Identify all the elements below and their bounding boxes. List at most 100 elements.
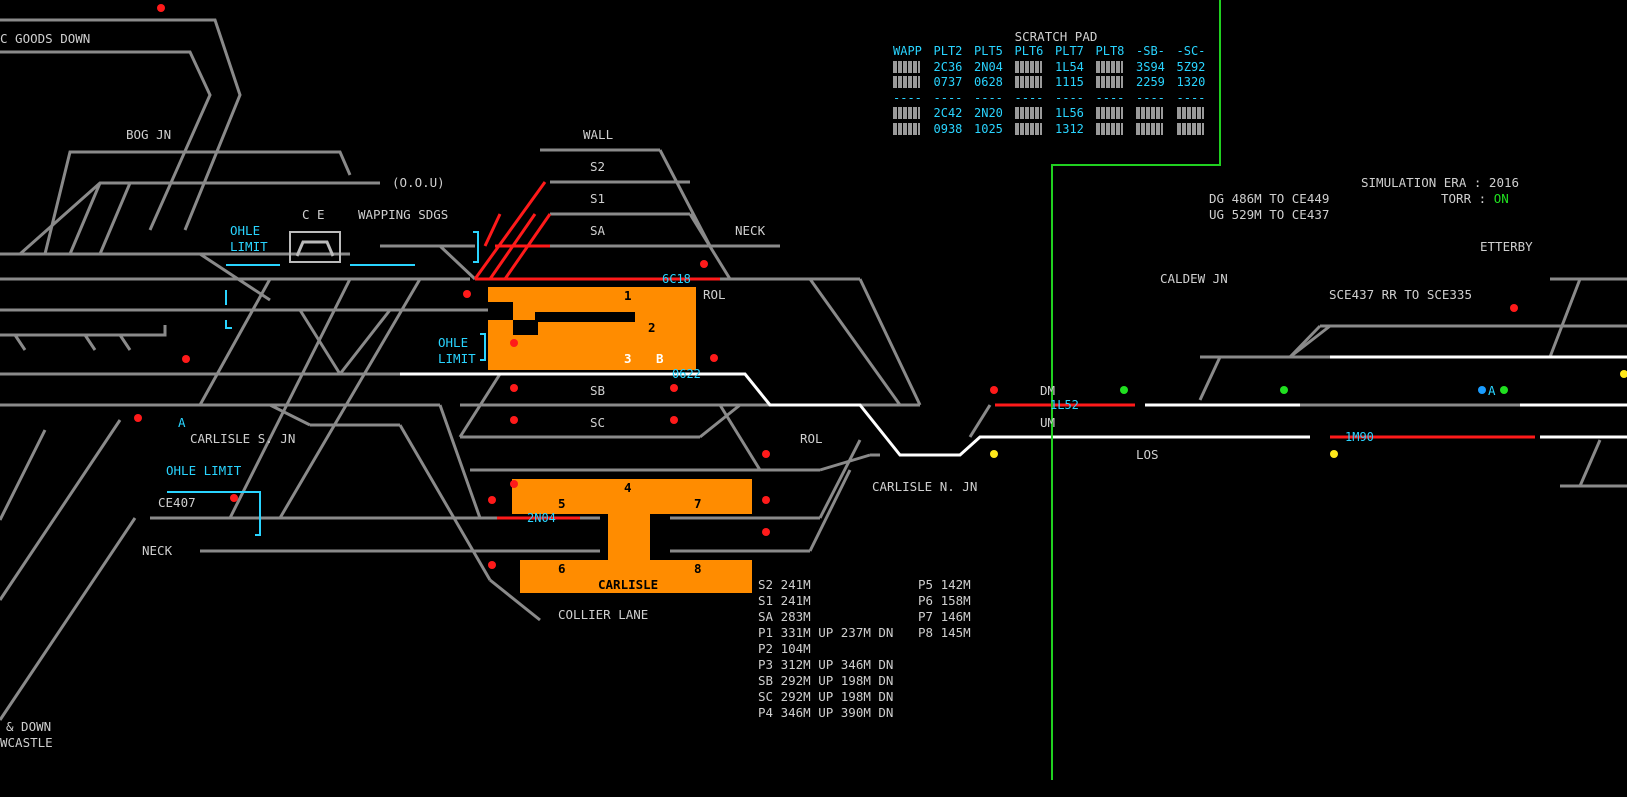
signal-yellow[interactable]	[1330, 450, 1338, 458]
scratch-entry[interactable]: 2N20	[974, 106, 1003, 120]
scratch-entry[interactable]: 1115	[1055, 75, 1084, 89]
signal-green[interactable]	[1280, 386, 1288, 394]
platform-number-4: 4	[624, 480, 632, 495]
scratch-entry[interactable]: ----	[1136, 90, 1165, 105]
scratch-empty-slot[interactable]	[1095, 107, 1123, 119]
signal-red[interactable]	[230, 494, 238, 502]
train-berth-2n04[interactable]: 2N04	[527, 511, 556, 525]
signal-red[interactable]	[1510, 304, 1518, 312]
scratch-pad-header: WAPP PLT2 PLT5 PLT6 PLT7 PLT8 -SB- -SC-	[893, 44, 1219, 60]
label-a-marker-right: A	[1488, 383, 1496, 398]
signal-red[interactable]	[762, 528, 770, 536]
platform-number-6: 6	[558, 561, 566, 576]
scratch-entry[interactable]: 0737	[933, 75, 963, 89]
scratch-header: PLT5	[974, 44, 1003, 58]
scratch-entry[interactable]: 2C42	[933, 106, 963, 120]
scratch-entry[interactable]: ----	[1095, 90, 1125, 105]
scratch-pad-row: ---- ---- ---- ---- ---- ---- ---- ----	[893, 91, 1219, 107]
scratch-entry[interactable]: 2259	[1136, 75, 1165, 89]
scratch-empty-slot[interactable]	[893, 107, 920, 119]
siding-length: SB 292M UP 198M DN	[758, 673, 894, 688]
signal-green[interactable]	[1500, 386, 1508, 394]
signal-red[interactable]	[510, 339, 518, 347]
platform-length: P5 142M	[918, 577, 971, 592]
scratch-empty-slot[interactable]	[1095, 76, 1123, 88]
scratch-empty-slot[interactable]	[1014, 107, 1042, 119]
signal-red[interactable]	[762, 450, 770, 458]
scratch-entry[interactable]: 2C36	[933, 59, 963, 74]
scratch-entry[interactable]: ----	[974, 90, 1003, 105]
train-berth-1l52[interactable]: 1L52	[1050, 398, 1079, 412]
scratch-empty-slot[interactable]	[1014, 60, 1042, 73]
signal-blue[interactable]	[1478, 386, 1486, 394]
scratch-entry[interactable]: 0628	[974, 75, 1003, 89]
scratch-empty-slot[interactable]	[893, 122, 920, 135]
platform-gap	[513, 320, 538, 335]
train-berth-6c18[interactable]: 6C18	[662, 272, 691, 286]
scratch-empty-slot[interactable]	[1014, 122, 1042, 135]
ug-info: UG 529M TO CE437	[1209, 207, 1330, 222]
signal-red[interactable]	[510, 384, 518, 392]
platform-gap	[535, 312, 635, 322]
signal-red[interactable]	[182, 355, 190, 363]
scratch-empty-slot[interactable]	[1014, 76, 1042, 88]
scratch-entry[interactable]: ----	[933, 90, 963, 105]
scratch-empty-slot[interactable]	[1095, 60, 1123, 73]
scratch-empty-slot[interactable]	[893, 60, 920, 73]
signal-red[interactable]	[990, 386, 998, 394]
label-sc: SC	[590, 415, 606, 430]
signal-red[interactable]	[670, 384, 678, 392]
scratch-entry[interactable]: 2N04	[974, 59, 1003, 74]
scratch-entry[interactable]: 1L54	[1055, 59, 1084, 74]
scratch-entry[interactable]: 0938	[933, 121, 963, 136]
scratch-empty-slot[interactable]	[893, 76, 920, 88]
label-sb: SB	[590, 383, 606, 398]
train-berth-1m90[interactable]: 1M90	[1345, 430, 1374, 444]
label-collier-lane: COLLIER LANE	[558, 607, 649, 622]
signal-red[interactable]	[134, 414, 142, 422]
scratch-entry[interactable]: 5Z92	[1176, 59, 1206, 74]
signal-green[interactable]	[1120, 386, 1128, 394]
signal-yellow[interactable]	[1620, 370, 1627, 378]
train-berth-0622[interactable]: 0622	[672, 367, 701, 381]
signal-red[interactable]	[700, 260, 708, 268]
scratch-entry[interactable]: ----	[1014, 90, 1044, 105]
label-carlisle-n-jn: CARLISLE N. JN	[872, 479, 978, 494]
scratch-entry[interactable]: ----	[1055, 90, 1084, 105]
signal-red[interactable]	[510, 480, 518, 488]
scratch-entry[interactable]: 1312	[1055, 121, 1084, 136]
siding-length: P1 331M UP 237M DN	[758, 625, 894, 640]
label-ohle-limit-1a: OHLE	[230, 223, 261, 238]
scratch-entry[interactable]: 1320	[1176, 75, 1206, 89]
platform-stem	[608, 512, 650, 564]
scratch-pad-title: SCRATCH PAD	[1014, 29, 1098, 44]
scratch-empty-slot[interactable]	[1136, 107, 1163, 119]
label-ohle-limit-2b: LIMIT	[438, 351, 476, 366]
label-goods-down: C GOODS DOWN	[0, 31, 91, 46]
signal-red[interactable]	[488, 496, 496, 504]
label-newcastle: WCASTLE	[0, 735, 53, 750]
scratch-empty-slot[interactable]	[1136, 122, 1163, 135]
siding-length: SA 283M	[758, 609, 811, 624]
scratch-entry[interactable]: 1L56	[1055, 106, 1084, 120]
signal-red[interactable]	[157, 4, 165, 12]
scratch-header: WAPP	[893, 44, 922, 58]
signal-yellow[interactable]	[990, 450, 998, 458]
label-ohle-limit-3: OHLE LIMIT	[166, 463, 242, 478]
scratch-empty-slot[interactable]	[1095, 122, 1123, 135]
scratch-empty-slot[interactable]	[1176, 107, 1204, 119]
signal-red[interactable]	[463, 290, 471, 298]
scratch-entry[interactable]: ----	[893, 90, 922, 105]
signal-red[interactable]	[762, 496, 770, 504]
signal-red[interactable]	[510, 416, 518, 424]
signal-red[interactable]	[488, 561, 496, 569]
scratch-entry[interactable]: 1025	[974, 121, 1003, 136]
dg-info: DG 486M TO CE449	[1209, 191, 1330, 206]
label-ce: C E	[302, 207, 325, 222]
signal-red[interactable]	[670, 416, 678, 424]
siding-length: SC 292M UP 198M DN	[758, 689, 894, 704]
scratch-empty-slot[interactable]	[1176, 122, 1204, 135]
scratch-entry[interactable]: ----	[1176, 90, 1206, 105]
scratch-entry[interactable]: 3S94	[1136, 59, 1165, 74]
signal-red[interactable]	[710, 354, 718, 362]
